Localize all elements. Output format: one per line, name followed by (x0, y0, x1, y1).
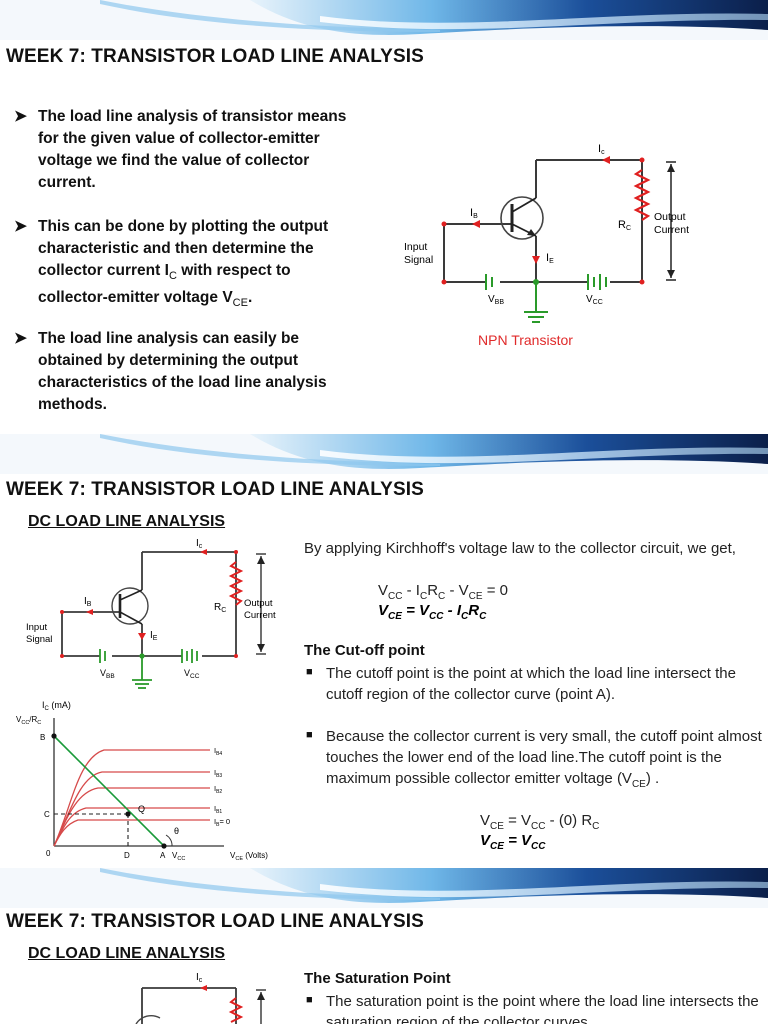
vcc-label: VCC (184, 668, 200, 680)
circuit-caption: NPN Transistor (478, 332, 573, 348)
ic-label: Ic (196, 538, 203, 550)
output-label: Current (244, 610, 276, 621)
output-label: Output (654, 211, 686, 223)
bullet-item: ➤ This can be done by plotting the outpu… (14, 218, 329, 310)
cutoff-heading: The Cut-off point (304, 642, 425, 659)
bullet-item: ➤ The load line analysis of transistor m… (14, 108, 347, 191)
vbb-label: VBB (488, 294, 504, 306)
npn-circuit-diagram: Ic IB IE RC Output Current Input Signal … (404, 143, 689, 348)
rc-label: RC (618, 219, 631, 232)
intro-text: By applying Kirchhoff's voltage law to t… (304, 540, 736, 557)
ib-label: IB (470, 207, 478, 220)
point-c-label: C (44, 810, 50, 819)
arrow-bullet-icon: ➤ (14, 108, 27, 125)
cutoff-result-equation: VCE = VCC (480, 832, 546, 852)
point-a-label: A (160, 851, 166, 860)
saturation-heading: The Saturation Point (304, 970, 451, 987)
ib4-label: IB4 (214, 746, 222, 757)
square-bullet-icon: ■ (306, 666, 313, 678)
arrow-bullet-icon: ➤ (14, 330, 27, 347)
output-label: Current (654, 224, 689, 236)
slide-banner (0, 434, 768, 474)
y-axis-label: IC (mA) (42, 700, 71, 712)
section-subtitle: DC LOAD LINE ANALYSIS (28, 513, 226, 530)
slide-banner (0, 868, 768, 908)
slide-1: WEEK 7: TRANSISTOR LOAD LINE ANALYSIS ➤ … (0, 0, 768, 432)
npn-circuit-diagram-partial: Ic (135, 972, 266, 1024)
ib1-label: IB1 (214, 804, 222, 815)
vcc-axis-label: VCC (172, 851, 185, 862)
ib-label: IB (84, 596, 92, 608)
vbb-label: VBB (100, 668, 115, 680)
bullet-item: ➤ The load line analysis can easily be o… (14, 330, 327, 413)
page-title: WEEK 7: TRANSISTOR LOAD LINE ANALYSIS (6, 46, 424, 67)
input-label: Signal (404, 254, 433, 266)
vcc-label: VCC (586, 294, 603, 306)
input-label: Input (404, 241, 427, 253)
kvl-equation: VCC - ICRC - VCE = 0 (378, 582, 508, 602)
page-title: WEEK 7: TRANSISTOR LOAD LINE ANALYSIS (6, 479, 424, 500)
bullet-item: ■ Because the collector current is very … (306, 728, 762, 790)
bullet-item: ■ The cutoff point is the point at which… (306, 665, 736, 703)
square-bullet-icon: ■ (306, 994, 313, 1006)
point-q-label: Q (138, 804, 145, 814)
ib2-label: IB2 (214, 784, 222, 795)
point-b-label: B (40, 733, 45, 742)
point-d-label: D (124, 851, 130, 860)
vce-equation: VCE = VCC - ICRC (378, 602, 487, 622)
slide-3: WEEK 7: TRANSISTOR LOAD LINE ANALYSIS DC… (0, 868, 768, 1024)
origin-label: 0 (46, 849, 51, 858)
output-label: Output (244, 598, 273, 609)
ic-label: Ic (196, 972, 203, 984)
input-label: Input (26, 622, 47, 633)
arrow-bullet-icon: ➤ (14, 218, 27, 235)
ie-label: IE (150, 630, 158, 642)
x-axis-label: VCE (Volts) (230, 851, 268, 862)
square-bullet-icon: ■ (306, 729, 313, 741)
ic-label: Ic (598, 143, 605, 156)
bullet-item: ■ The saturation point is the point wher… (306, 993, 759, 1024)
npn-circuit-diagram: Ic IB IE RC Output Current Input Signal … (26, 538, 276, 689)
vcc-rc-label: VCC/RC (16, 715, 41, 726)
slide-2: WEEK 7: TRANSISTOR LOAD LINE ANALYSIS DC… (0, 434, 768, 866)
slide-banner (0, 0, 768, 40)
theta-label: θ (174, 826, 179, 836)
output-characteristics-graph: IC (mA) VCC/RC B C Q θ 0 D A VCC VCE (Vo… (16, 700, 268, 862)
section-subtitle: DC LOAD LINE ANALYSIS (28, 945, 226, 962)
ie-label: IE (546, 252, 554, 265)
input-label: Signal (26, 634, 52, 645)
page-title: WEEK 7: TRANSISTOR LOAD LINE ANALYSIS (6, 911, 424, 932)
rc-label: RC (214, 602, 226, 614)
cutoff-equation: VCE = VCC - (0) RC (480, 812, 600, 832)
ib0-label: IB= 0 (214, 817, 230, 828)
ib3-label: IB3 (214, 768, 222, 779)
